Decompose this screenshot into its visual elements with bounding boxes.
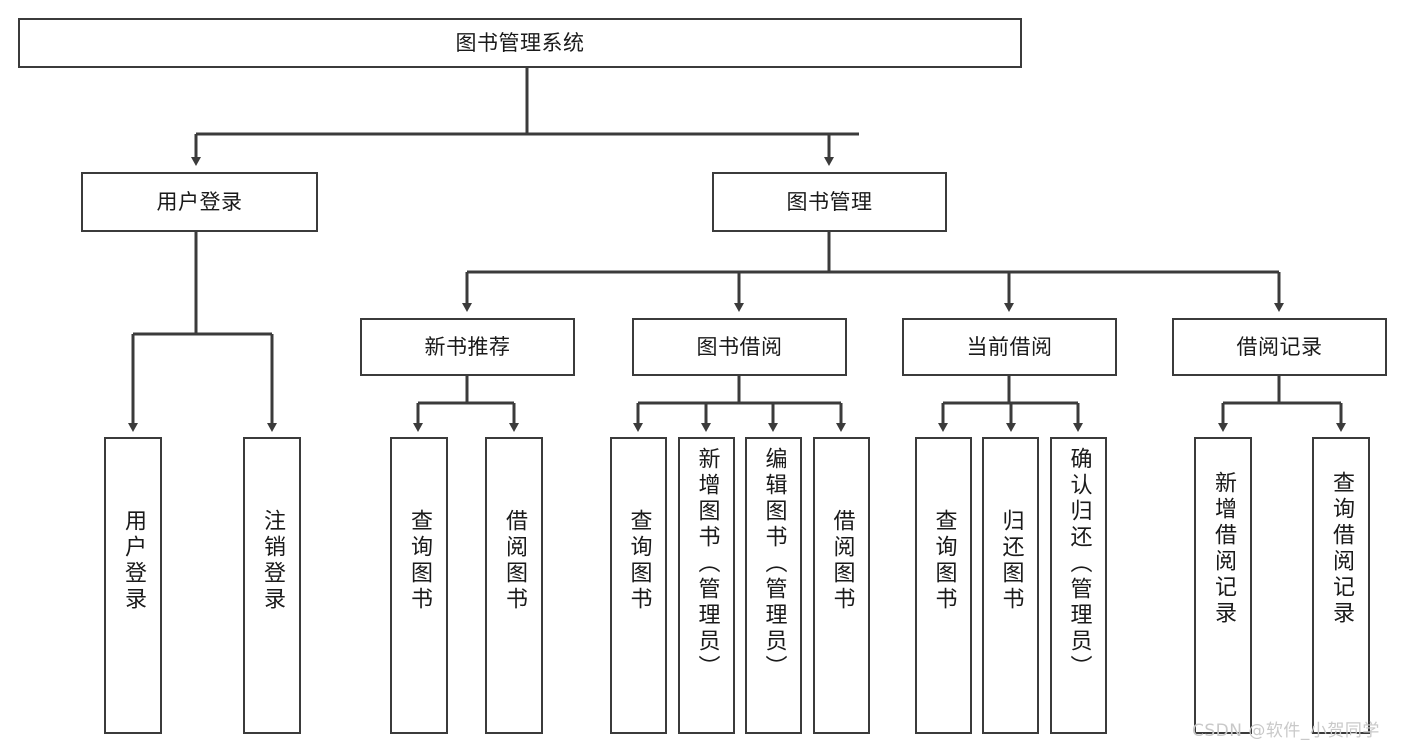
- node-label: 新书推荐: [424, 334, 511, 359]
- node-leaf-edit-book[interactable]: 编辑图书（管理员）: [745, 437, 802, 734]
- node-label: 图书借阅: [696, 334, 783, 359]
- user-login-to-leaves-connectors: [128, 232, 277, 432]
- csdn-watermark: CSDN @软件_小贺同学: [1192, 721, 1380, 741]
- node-label: 用户登录: [156, 189, 243, 214]
- node-label: 查询图书: [406, 509, 432, 613]
- node-label: 新增图书（管理员）: [694, 447, 720, 681]
- node-label: 查询图书: [931, 509, 957, 613]
- node-label: 用户登录: [120, 509, 146, 613]
- node-root-book-management-system[interactable]: 图书管理系统: [18, 18, 1022, 68]
- book-borrow-to-leaves-connectors: [633, 376, 846, 432]
- node-label: 借阅图书: [501, 509, 527, 613]
- borrow-record-to-leaves-connectors: [1218, 376, 1346, 432]
- node-label: 图书管理系统: [455, 30, 585, 55]
- node-leaf-borrow-book-new[interactable]: 借阅图书: [485, 437, 543, 734]
- node-label: 当前借阅: [966, 334, 1053, 359]
- node-leaf-logout-login[interactable]: 注销登录: [243, 437, 301, 734]
- root-to-level2-connectors: [191, 68, 859, 166]
- current-borrow-to-leaves-connectors: [938, 376, 1083, 432]
- node-book-manage[interactable]: 图书管理: [712, 172, 947, 232]
- node-leaf-confirm-return[interactable]: 确认归还（管理员）: [1050, 437, 1107, 734]
- node-new-book-recommend[interactable]: 新书推荐: [360, 318, 575, 376]
- node-label: 归还图书: [998, 509, 1024, 613]
- node-leaf-return-book[interactable]: 归还图书: [982, 437, 1039, 734]
- node-leaf-query-book-borrow[interactable]: 查询图书: [610, 437, 667, 734]
- node-book-borrow[interactable]: 图书借阅: [632, 318, 847, 376]
- node-leaf-borrow-book-borrow[interactable]: 借阅图书: [813, 437, 870, 734]
- node-label: 图书管理: [786, 189, 873, 214]
- node-leaf-user-login[interactable]: 用户登录: [104, 437, 162, 734]
- node-label: 借阅记录: [1236, 334, 1323, 359]
- node-label: 新增借阅记录: [1210, 471, 1236, 627]
- node-label: 编辑图书（管理员）: [761, 447, 787, 681]
- node-label: 确认归还（管理员）: [1066, 447, 1092, 681]
- node-leaf-query-borrow-record[interactable]: 查询借阅记录: [1312, 437, 1370, 734]
- node-label: 查询图书: [626, 509, 652, 613]
- new-book-recommend-to-leaves-connectors: [413, 376, 519, 432]
- node-current-borrow[interactable]: 当前借阅: [902, 318, 1117, 376]
- node-label: 借阅图书: [829, 509, 855, 613]
- node-leaf-add-book[interactable]: 新增图书（管理员）: [678, 437, 735, 734]
- node-borrow-record[interactable]: 借阅记录: [1172, 318, 1387, 376]
- node-label: 查询借阅记录: [1328, 471, 1354, 627]
- node-user-login[interactable]: 用户登录: [81, 172, 318, 232]
- node-leaf-query-book-new[interactable]: 查询图书: [390, 437, 448, 734]
- node-leaf-query-book-current[interactable]: 查询图书: [915, 437, 972, 734]
- book-manage-to-level3-connectors: [462, 232, 1284, 312]
- node-label: 注销登录: [259, 509, 285, 613]
- node-leaf-add-borrow-record[interactable]: 新增借阅记录: [1194, 437, 1252, 734]
